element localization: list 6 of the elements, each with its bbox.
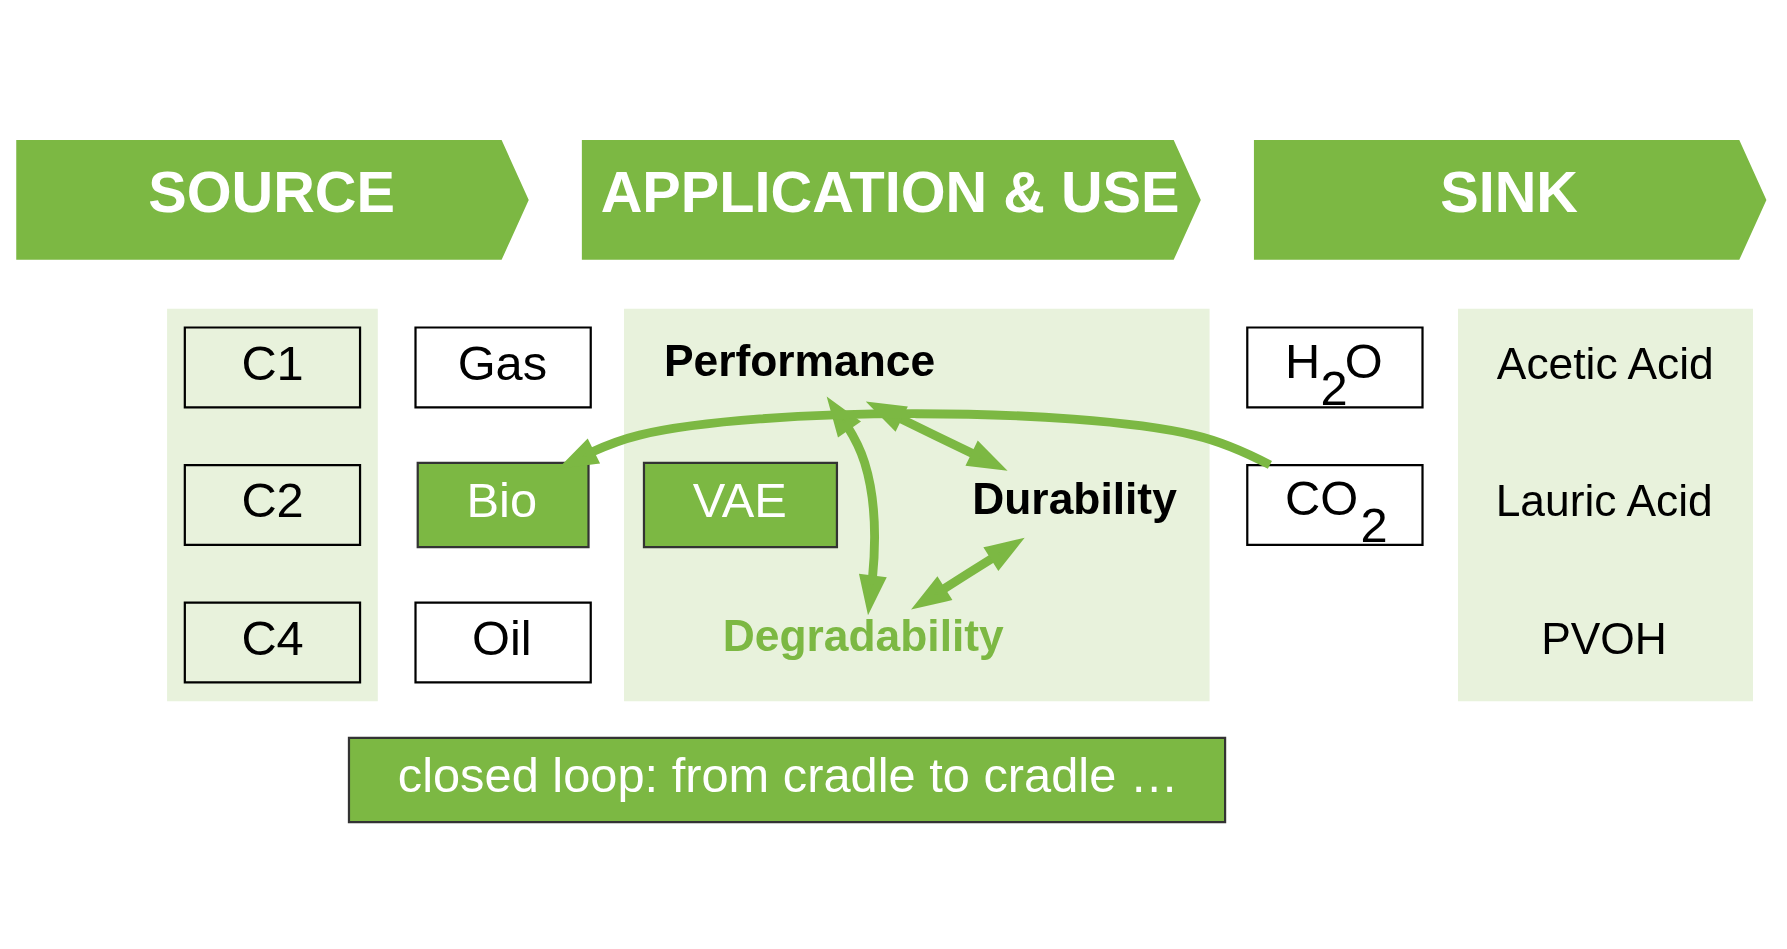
label: Acetic Acid	[1496, 338, 1714, 388]
node-text: Durability	[972, 473, 1177, 523]
node-text: Degradability	[722, 610, 1004, 660]
label: Lauric Acid	[1495, 475, 1713, 525]
label: PVOH	[1541, 613, 1667, 663]
node-text: Performance	[663, 335, 936, 385]
